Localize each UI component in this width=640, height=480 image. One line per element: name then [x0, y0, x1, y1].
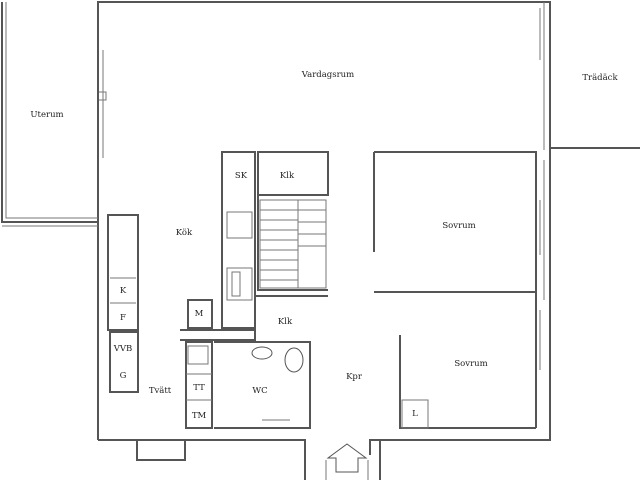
g-label: G: [120, 371, 127, 381]
sovrum-upper-label: Sovrum: [442, 221, 475, 231]
k-label: K: [120, 286, 127, 296]
uterum-label: Uterum: [30, 110, 63, 120]
interior-walls: [221, 151, 545, 429]
wc-label: WC: [252, 386, 267, 396]
sovrum-lower-label: Sovrum: [454, 359, 487, 369]
staircase: [259, 199, 327, 289]
tvatt-label: Tvätt: [149, 386, 172, 396]
entrance: [325, 443, 369, 480]
f-label: F: [120, 313, 126, 323]
klk-upper-label: Klk: [280, 171, 295, 181]
uterum-area: [1, 2, 99, 227]
tt-label: TT: [193, 383, 205, 393]
sk-label: SK: [235, 171, 248, 181]
tradack-area: [539, 2, 640, 150]
kpr-label: Kpr: [346, 372, 363, 382]
kok-label: Kök: [176, 228, 193, 238]
laundry: [109, 329, 256, 429]
kitchen: [107, 211, 253, 331]
vardagsrum-label: Vardagsrum: [301, 70, 354, 80]
tradack-label: Trädäck: [582, 73, 618, 83]
vvb-label: VVB: [113, 344, 133, 354]
entrance-arrow-icon: [326, 443, 368, 473]
tm-label: TM: [192, 411, 207, 421]
closet-l: [401, 399, 429, 429]
m-label: M: [195, 309, 204, 319]
l-label: L: [412, 409, 418, 419]
klk-lower-label: Klk: [278, 317, 293, 327]
bathroom: [214, 341, 311, 429]
